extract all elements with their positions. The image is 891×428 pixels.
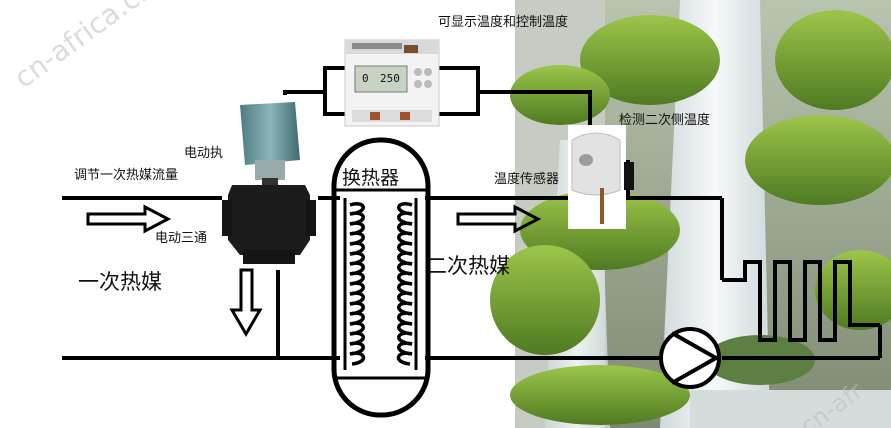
label-heat-exchanger: 换热器 <box>342 167 400 189</box>
label-regulate-flow: 调节一次热媒流量 <box>74 168 179 183</box>
circulation-pump <box>659 327 721 389</box>
label-actuator: 电动执 <box>184 146 224 161</box>
label-display-control: 可显示温度和控制温度 <box>438 15 569 30</box>
heat-exchanger-coils <box>349 202 413 366</box>
temperature-controller <box>323 39 480 127</box>
flow-arrows <box>86 204 542 337</box>
heat-exchanger-vessel <box>331 137 431 418</box>
controller-display-left: 0 <box>362 72 369 85</box>
label-detect-secondary: 检测二次侧温度 <box>619 113 711 128</box>
temperature-sensor-photo <box>568 125 634 229</box>
label-secondary-medium: 二次热媒 <box>426 254 510 278</box>
three-way-valve-photo <box>222 95 318 267</box>
label-three-way-valve: 电动三通 <box>155 231 208 246</box>
label-temp-sensor: 温度传感器 <box>494 172 560 187</box>
radiator-coil <box>722 260 880 342</box>
label-primary-medium: 一次热媒 <box>78 270 162 294</box>
controller-display-right: 250 <box>380 72 400 85</box>
